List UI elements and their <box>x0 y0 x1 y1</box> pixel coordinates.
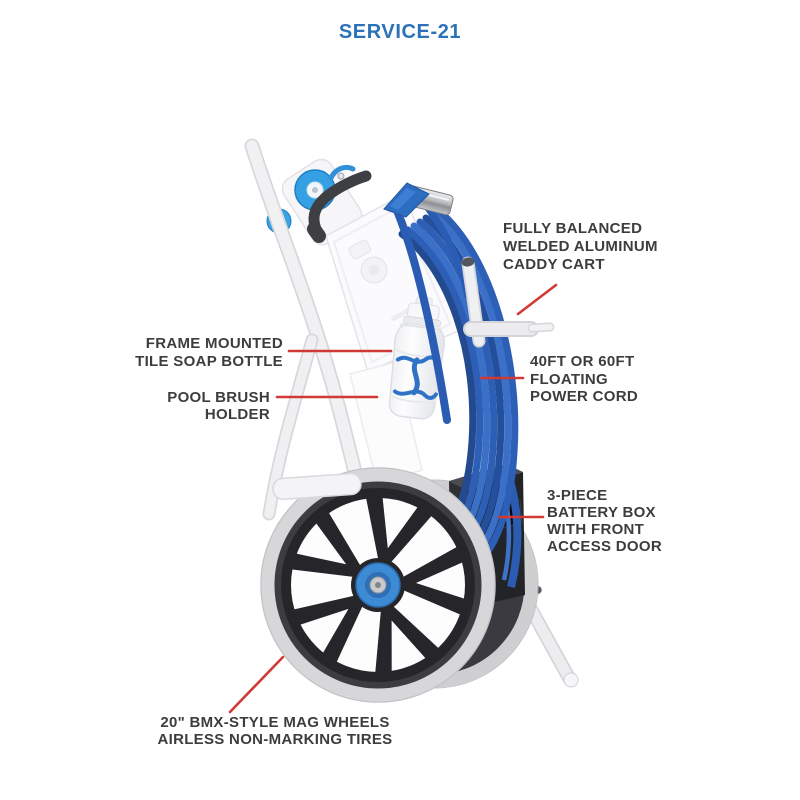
callout-battery-box-line3: WITH FRONT <box>547 521 645 538</box>
callout-power-cord-line2: FLOATING <box>530 370 608 388</box>
callout-battery-box-line4: ACCESS DOOR <box>547 538 662 555</box>
front-wheel <box>260 467 496 703</box>
screw-head <box>337 172 345 180</box>
callout-brush-holder: POOL BRUSH HOLDER <box>90 389 270 423</box>
leg-foot-cap <box>563 672 579 688</box>
handle-tube <box>244 138 362 476</box>
callout-brush-holder-line1: POOL BRUSH <box>167 389 270 406</box>
handle-grips <box>461 256 555 348</box>
callout-caddy-cart-line1: FULLY BALANCED <box>503 220 643 237</box>
callout-power-cord: 40FT OR 60FT FLOATING POWER CORD <box>530 353 638 406</box>
callout-power-cord-line1: 40FT OR 60FT <box>530 353 635 370</box>
callout-soap-bottle-line1: FRAME MOUNTED <box>145 335 283 352</box>
callout-wheels-line1: 20" BMX-STYLE MAG WHEELS <box>160 714 390 731</box>
callout-battery-box: 3-PIECE BATTERY BOX WITH FRONT ACCESS DO… <box>547 487 662 555</box>
callout-caddy-cart: FULLY BALANCED WELDED ALUMINUM CADDY CAR… <box>503 220 658 274</box>
page-title: SERVICE-21 <box>338 21 462 43</box>
blue-clip-arc <box>328 164 356 181</box>
callout-line-wheels <box>228 655 285 714</box>
callout-line-caddy-cart <box>516 283 558 316</box>
pool-brush-holder <box>349 361 423 485</box>
callout-wheels: 20" BMX-STYLE MAG WHEELS AIRLESS NON-MAR… <box>155 714 395 748</box>
callout-caddy-cart-line3: CADDY CART <box>503 256 605 273</box>
callout-power-cord-line3: POWER CORD <box>530 388 638 405</box>
frame-shelf <box>272 472 362 501</box>
callout-caddy-cart-line2: WELDED ALUMINUM <box>503 238 658 255</box>
callout-soap-bottle-line2: TILE SOAP BOTTLE <box>135 353 283 370</box>
callout-lines <box>228 283 558 714</box>
wheel-hub <box>355 562 401 608</box>
callout-wheels-line2: AIRLESS NON-MARKING TIRES <box>157 731 393 748</box>
callout-brush-holder-line2: HOLDER <box>204 406 270 423</box>
curved-grip-handle <box>307 170 372 243</box>
callout-soap-bottle: FRAME MOUNTED TILE SOAP BOTTLE <box>95 335 283 371</box>
callout-battery-box-line1: 3-PIECE <box>547 487 608 504</box>
callout-battery-box-line2: BATTERY BOX <box>547 504 656 521</box>
